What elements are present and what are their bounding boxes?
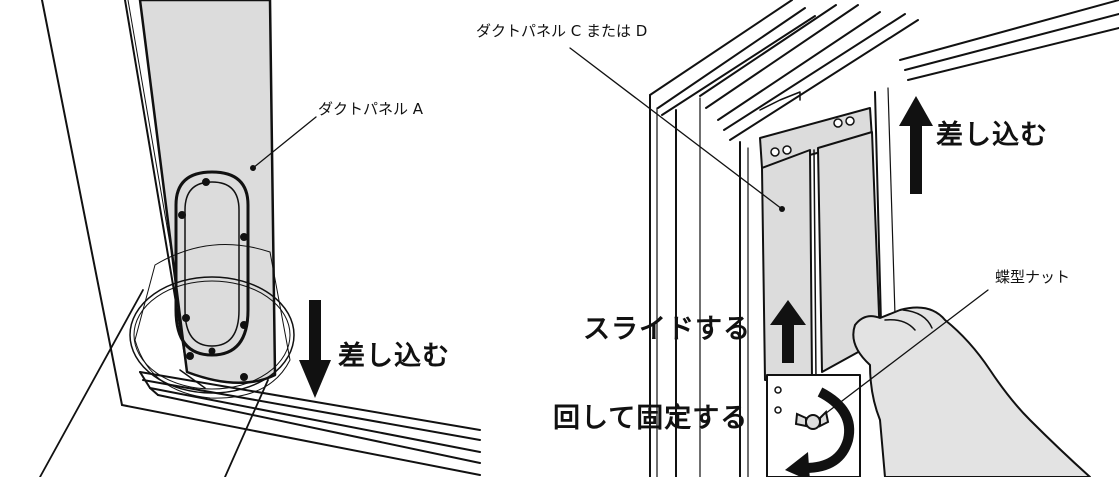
window-sill-edge <box>121 404 481 476</box>
window-frame-outer-edge <box>41 0 123 406</box>
hand-finger-line <box>902 309 933 329</box>
right-window-illustration <box>569 0 1119 477</box>
panel-screw <box>240 373 248 381</box>
panel-screw <box>774 386 782 394</box>
arrow-up-icon <box>770 300 806 363</box>
label-duct-panel-a: ダクトパネル A <box>318 100 424 118</box>
panel-opening-inner <box>184 181 240 347</box>
panel-screw <box>186 352 194 360</box>
panel-screw <box>774 406 782 414</box>
sill-rail-end <box>139 371 159 396</box>
leader-dot <box>250 165 256 171</box>
rotate-arrow-icon <box>785 387 855 477</box>
label-slide: スライドする <box>583 314 751 345</box>
panel-screw <box>833 118 843 128</box>
panel-screw <box>782 145 792 155</box>
panel-screw <box>240 321 248 329</box>
duct-panel-a <box>138 0 277 384</box>
panel-screw <box>202 178 210 186</box>
panel-opening-outer <box>174 170 250 357</box>
label-turn-and-fix: 回して固定する <box>553 403 749 434</box>
label-insert-left: 差し込む <box>338 341 450 372</box>
hose-adapter-ring-inner <box>133 280 291 390</box>
hose-adapter-ring <box>129 276 295 394</box>
window-top-rails <box>699 4 919 141</box>
hand-finger-line <box>884 318 916 331</box>
leader-dot <box>779 206 785 212</box>
panel-screw <box>240 233 248 241</box>
label-duct-panel-c-or-d: ダクトパネル C または D <box>476 22 648 40</box>
label-wing-nut: 蝶型ナット <box>995 268 1071 286</box>
panel-screw <box>845 116 855 126</box>
rail-bracket <box>759 91 801 111</box>
panel-screw <box>770 147 780 157</box>
hose-guide-line <box>224 379 269 477</box>
label-insert-right: 差し込む <box>936 120 1048 151</box>
panel-seam <box>813 149 817 381</box>
arrow-up-icon <box>899 96 933 194</box>
leader-line-wing-nut <box>816 289 989 421</box>
hose-guide-line <box>39 289 144 477</box>
panel-screw <box>182 314 190 322</box>
leader-line-panel-cd <box>569 47 783 210</box>
arrow-down-icon <box>299 300 331 398</box>
wing-nut-icon <box>794 409 830 430</box>
window-top-rails-far <box>899 0 1119 81</box>
panel-screw <box>178 211 186 219</box>
panel-screw <box>208 347 216 355</box>
window-frame-right-post <box>887 87 896 316</box>
adapter-clip <box>179 369 206 389</box>
window-sill-rails <box>139 371 481 464</box>
left-window-illustration <box>39 0 481 477</box>
window-frame-top <box>649 0 816 116</box>
hand <box>852 306 1091 477</box>
leader-line-panel-a <box>252 116 317 169</box>
